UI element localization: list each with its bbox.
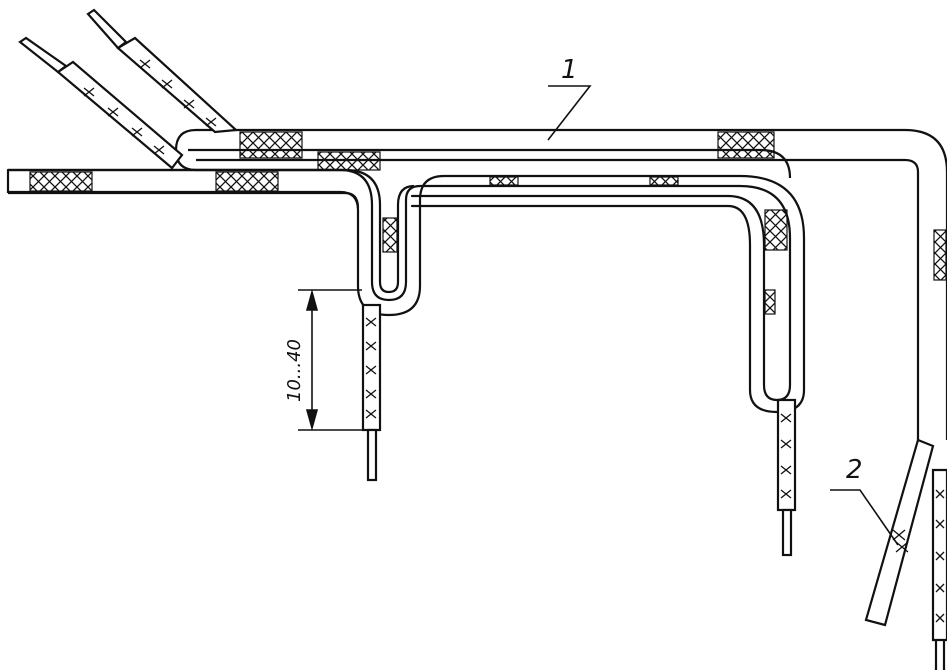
dimension-10-40 <box>298 289 362 431</box>
callout-1-leader <box>547 85 592 141</box>
lower-branch <box>6 168 806 414</box>
callout-2: 2 <box>830 455 899 546</box>
drop-lead-2 <box>776 398 797 557</box>
callout-2-leader <box>830 489 899 546</box>
dimension-arrow-top <box>305 289 319 311</box>
branch-tubes <box>344 168 415 294</box>
braid-sections <box>29 131 947 315</box>
angled-leads <box>18 8 239 170</box>
clamp-leads-braid <box>892 489 945 623</box>
callout-1-label: 1 <box>561 55 578 85</box>
dimension-label: 10...40 <box>284 339 305 402</box>
drop-lead-1-braid <box>365 317 377 419</box>
callout-2-label: 2 <box>846 455 863 485</box>
clamp-leads <box>864 438 947 670</box>
drop-lead-1 <box>361 303 382 482</box>
callout-1: 1 <box>547 55 592 141</box>
drop-lead-2-braid <box>780 413 792 499</box>
dimension-arrow-bottom <box>305 409 319 431</box>
angled-leads-braid <box>83 59 217 155</box>
